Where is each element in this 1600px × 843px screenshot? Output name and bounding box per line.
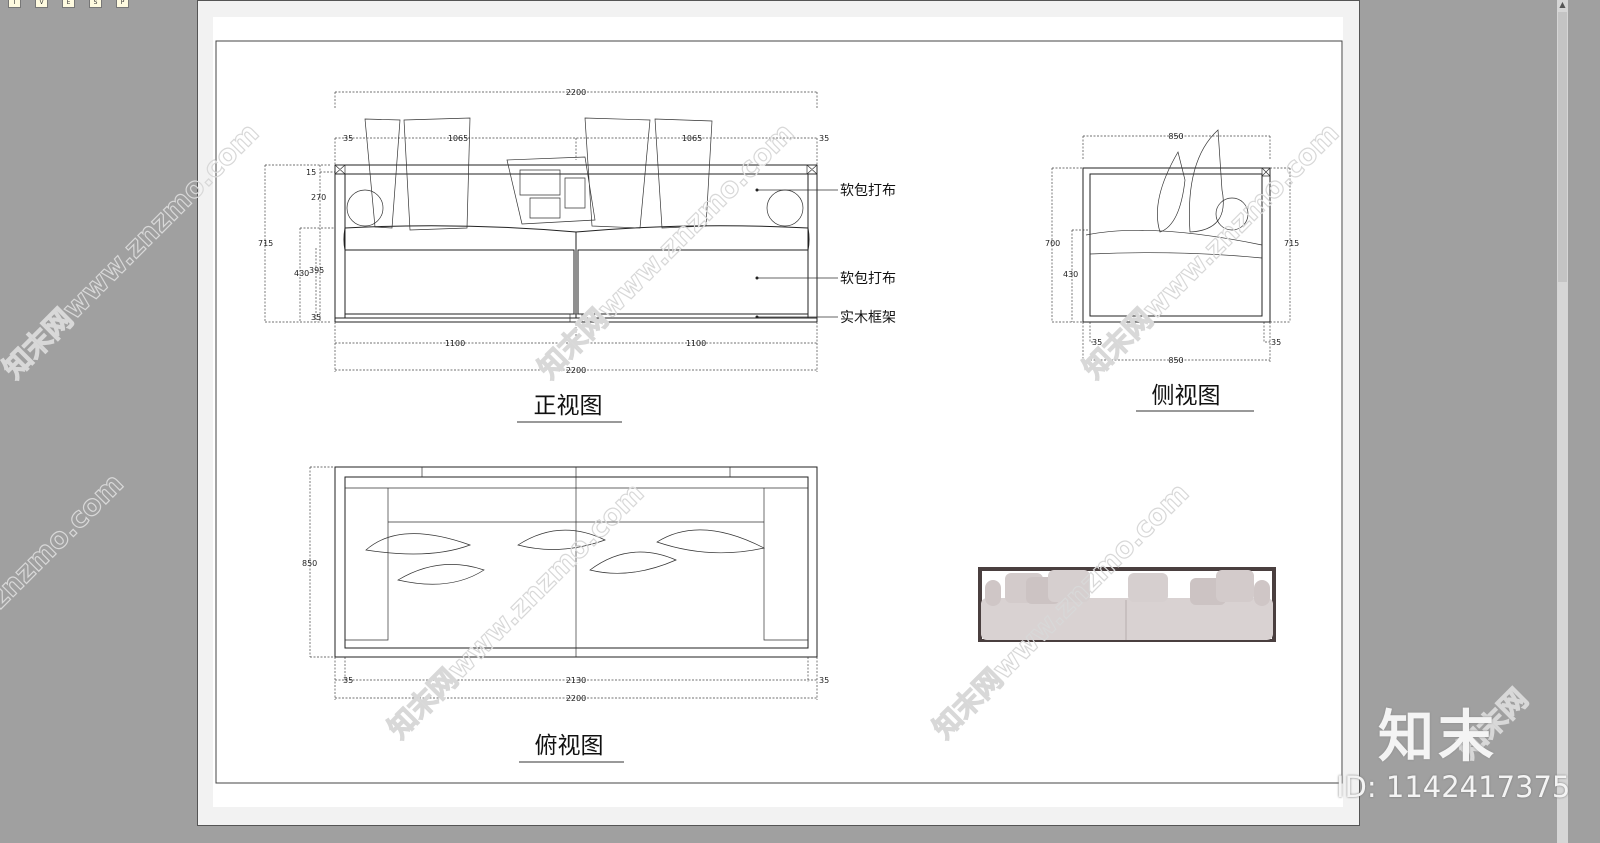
scroll-up-icon[interactable]: ▲: [1559, 0, 1566, 9]
svg-text:znzmo.com: znzmo.com: [0, 467, 130, 615]
toolbar-button-e[interactable]: E: [62, 0, 75, 8]
dim-top-rail: 15: [306, 168, 316, 177]
dim-left-cushion: 1065: [448, 134, 468, 143]
dim-back-height: 270: [311, 193, 326, 202]
top-dim-left-edge: 35: [343, 676, 353, 685]
side-dim-right-edge: 35: [1271, 338, 1281, 347]
dim-seat-height: 430: [294, 269, 309, 278]
dim-overall-top: 2200: [566, 88, 586, 97]
side-view: 850 700 430 715 35 35 850 侧视图: [1045, 129, 1299, 412]
side-dim-right-height: 715: [1284, 239, 1299, 248]
dim-total-height: 715: [258, 239, 273, 248]
side-dim-left-height: 700: [1045, 239, 1060, 248]
top-view: 850 35 2130 35 2200 俯视图: [302, 466, 829, 763]
top-dim-overall: 2200: [566, 694, 586, 703]
dim-right-cushion: 1065: [682, 134, 702, 143]
callout-upholstery-2: 软包打布: [840, 270, 896, 287]
toolbar-button-v[interactable]: V: [35, 0, 48, 8]
top-dim-depth: 850: [302, 559, 317, 568]
dim-left-seat: 1100: [445, 339, 465, 348]
top-dim-right-edge: 35: [819, 676, 829, 685]
top-view-title: 俯视图: [535, 733, 604, 759]
front-view: 2200 1065 1065 35 35 715 15 270 430 395 …: [258, 88, 896, 423]
side-dim-bottom-depth: 850: [1168, 356, 1183, 365]
top-dim-inner-width: 2130: [566, 676, 586, 685]
toolbar-button-t[interactable]: T: [8, 0, 21, 8]
vertical-scrollbar[interactable]: ▲: [1557, 0, 1568, 843]
dim-base: 35: [311, 313, 321, 322]
scrollbar-thumb[interactable]: [1558, 12, 1567, 282]
dim-right-seat: 1100: [686, 339, 706, 348]
side-dim-left-edge: 35: [1092, 338, 1102, 347]
side-dim-top-depth: 850: [1168, 132, 1183, 141]
toolbar-button-p[interactable]: P: [116, 0, 129, 8]
callout-wood-frame: 实木框架: [840, 310, 896, 326]
side-view-title: 侧视图: [1152, 383, 1221, 409]
watermark-id: ID: 1142417375: [1336, 770, 1571, 804]
dim-overall-bottom: 2200: [566, 366, 586, 375]
dim-left-edge: 35: [343, 134, 353, 143]
sofa-photo: [978, 567, 1276, 642]
toolbar-button-s[interactable]: S: [89, 0, 102, 8]
front-view-title: 正视图: [534, 393, 603, 419]
dim-seat-cushion: 395: [309, 266, 324, 275]
callout-upholstery-1: 软包打布: [840, 182, 896, 199]
side-dim-seat-height: 430: [1063, 270, 1078, 279]
dim-right-edge: 35: [819, 134, 829, 143]
watermark-logo: 知末: [1378, 705, 1498, 770]
